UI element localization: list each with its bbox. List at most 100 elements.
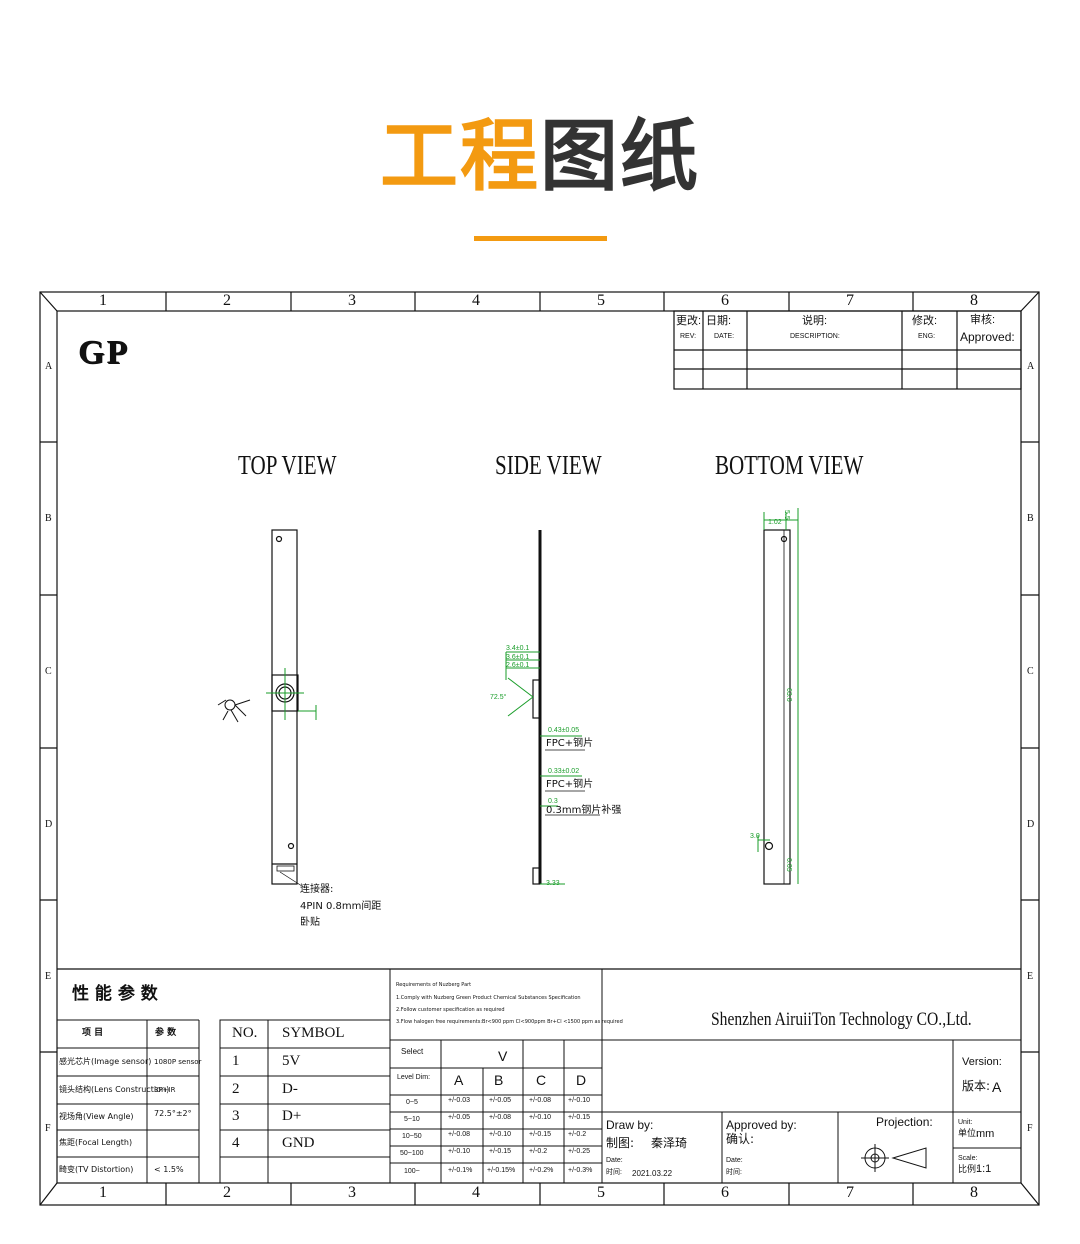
bottom-dim-length: 63.0 [785, 688, 792, 702]
row-label-d: D [45, 819, 53, 830]
pin-no: 4 [232, 1135, 240, 1151]
tolerance-cell: +/-0.08 [448, 1131, 470, 1138]
top-view-dims [266, 668, 317, 720]
orientation-figure [217, 699, 251, 723]
unit-label-cn: 单位: [958, 1129, 980, 1139]
spec-value: 72.5°±2° [154, 1109, 192, 1118]
description-header-cn: 说明: [802, 315, 828, 327]
unit-label-en: Unit: [958, 1119, 973, 1126]
pin-no: 2 [232, 1081, 240, 1097]
row-label-e-right: E [1027, 971, 1034, 982]
row-label-a-right: A [1027, 361, 1035, 372]
spec-item: 畸变(TV Distortion) [59, 1165, 134, 1174]
tolerance-cell: +/-0.15 [489, 1148, 511, 1155]
tolerance-cell: +/-0.10 [529, 1114, 551, 1121]
description-header-en: DESCRIPTION: [790, 333, 840, 340]
tolerance-select-label: Select [401, 1047, 424, 1056]
scale-value: 1:1 [976, 1163, 992, 1175]
pin-no: 3 [232, 1108, 240, 1124]
approved-date-en: Date: [726, 1157, 743, 1164]
tolerance-cell: +/-0.05 [448, 1114, 470, 1121]
tolerance-cell: +/-0.15% [487, 1167, 516, 1174]
tolerance-cell: +/-0.2 [568, 1131, 587, 1138]
col-label-6-bottom: 6 [721, 1184, 729, 1201]
spec-value: < 1.5% [154, 1165, 184, 1174]
inner-border [56, 310, 1022, 1184]
connector-mount: 卧贴 [300, 917, 320, 928]
spec-value: 3P+IR [154, 1086, 176, 1094]
tolerance-cell: +/-0.08 [489, 1114, 511, 1121]
pin-table [219, 1019, 391, 1184]
pin-header-no: NO. [232, 1025, 258, 1041]
tolerance-cell: +/-0.10 [568, 1097, 590, 1104]
side-view-title: SIDE VIEW [495, 450, 602, 480]
tolerance-cell: +/-0.10 [448, 1148, 470, 1155]
scale-label-cn: 比例: [958, 1165, 980, 1175]
side-note-2-text: FPC+钢片 [546, 779, 594, 790]
drawer-name: 秦泽琦 [651, 1136, 688, 1150]
tolerance-cell: +/-0.08 [529, 1097, 551, 1104]
spec-item: 感光芯片(Image sensor) [59, 1057, 152, 1066]
column-ticks [165, 292, 914, 1205]
col-label-5: 5 [597, 292, 605, 309]
side-note-1-dim: 0.43±0.05 [548, 727, 580, 734]
tolerance-cell: +/-0.1% [448, 1167, 473, 1174]
scale-label-en: Scale: [958, 1155, 978, 1162]
date-header-en: DATE: [714, 333, 735, 340]
row-label-b-right: B [1027, 513, 1034, 524]
bottom-dim-offset: 5.5 [783, 510, 790, 520]
pin-symbol: 5V [282, 1053, 301, 1069]
side-note-2-dim: 0.33±0.02 [548, 768, 580, 775]
col-label-6: 6 [721, 292, 729, 309]
spec-item: 焦距(Focal Length) [59, 1138, 133, 1147]
date-header-cn: 日期: [706, 315, 732, 327]
side-bottom-dim: 3.33 [546, 880, 560, 887]
specs-table [57, 1019, 200, 1183]
tolerance-cell: +/-0.15 [568, 1114, 590, 1121]
side-view-outline [532, 530, 542, 885]
pin-symbol: D+ [282, 1108, 302, 1124]
specs-title: 性 能 参 数 [72, 984, 158, 1004]
requirements-line: 2.Follow customer specification as requi… [396, 1007, 505, 1013]
revision-table [673, 310, 1022, 390]
row-label-c-right: C [1027, 666, 1034, 677]
version-label-en: Version: [962, 1056, 1002, 1068]
col-label-2-bottom: 2 [223, 1184, 231, 1201]
pin-no: 1 [232, 1053, 240, 1069]
tolerance-cell: +/-0.15 [529, 1131, 551, 1138]
row-label-f-right: F [1027, 1123, 1033, 1134]
draw-by-cn: 制图: [606, 1136, 635, 1150]
row-label-f: F [45, 1123, 51, 1134]
row-label-c: C [45, 666, 52, 677]
side-note-3-dim: 0.3 [548, 798, 558, 805]
projection-symbol [861, 1144, 927, 1172]
specs-header-item: 项 目 [82, 1028, 104, 1038]
draw-date-cn: 时间: [606, 1169, 622, 1176]
unit-value: mm [976, 1128, 995, 1140]
row-label-d-right: D [1027, 819, 1035, 830]
col-label-2: 2 [223, 292, 231, 309]
bottom-dim-hole: 3.0 [750, 833, 760, 840]
approved-header-en: Approved: [960, 330, 1015, 344]
col-label-4-bottom: 4 [472, 1184, 480, 1201]
side-dim-3: 2.6±0.1 [506, 662, 530, 669]
col-label-7-bottom: 7 [846, 1184, 854, 1201]
connector-pitch: 4PIN 0.8mm间距 [300, 901, 382, 912]
rev-header-cn: 更改: [676, 315, 702, 327]
version-label-cn: 版本: [962, 1079, 991, 1093]
bottom-view-dims [757, 508, 799, 884]
version-value: A [992, 1079, 1002, 1095]
side-dim-2: 3.6±0.1 [506, 654, 530, 661]
tolerance-range: 50~100 [400, 1150, 424, 1157]
tolerance-level-label: Level Dim: [397, 1074, 431, 1081]
title-block-lines [389, 969, 1021, 1183]
tolerance-range: 5~10 [404, 1116, 420, 1123]
bottom-view-outline [763, 529, 791, 885]
side-note-3-text: 0.3mm钢片补强 [546, 805, 622, 816]
spec-value: 1080P sensor [154, 1058, 202, 1066]
tolerance-cell: +/-0.2% [529, 1167, 554, 1174]
side-angle: 72.5° [490, 694, 507, 701]
specs-header-value: 参 数 [155, 1028, 177, 1038]
bottom-view-title: BOTTOM VIEW [715, 450, 864, 480]
row-ticks [40, 441, 1039, 1053]
